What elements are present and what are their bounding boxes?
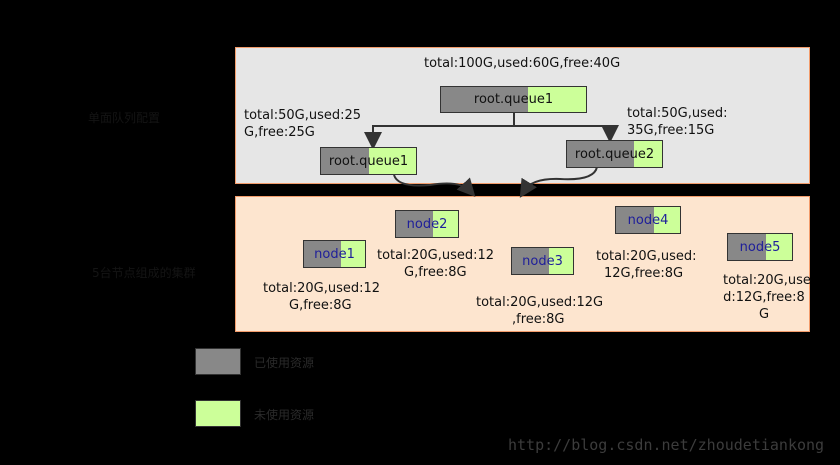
caption-line: total:20G,used:12G <box>476 295 604 310</box>
node4-caption: total:20G,used: 12G,free:8G <box>596 248 697 282</box>
used-segment <box>616 207 655 233</box>
used-segment <box>567 141 634 167</box>
caption-line: total:20G,use <box>723 273 811 288</box>
free-segment <box>633 141 662 167</box>
caption-line: total:20G,used:12 <box>377 248 495 263</box>
free-segment <box>340 241 365 267</box>
legend-free-swatch <box>195 400 241 427</box>
left-queue-to-cluster-arrow <box>393 174 476 197</box>
legend-free-label: 未使用资源 <box>254 408 315 422</box>
watermark: http://blog.csdn.net/zhoudetiankong <box>508 436 825 454</box>
right-queue-to-cluster-arrow <box>519 166 598 198</box>
right-queue-box: root.queue2 <box>566 140 663 168</box>
caption-line: 35G,free:15G <box>627 123 715 138</box>
node4-box: node4 <box>615 206 681 234</box>
root-queue-caption: total:100G,used:60G,free:40G <box>424 56 621 71</box>
left-queue-caption: total:50G,used:25 G,free:25G <box>244 107 361 141</box>
node5-label: node5 <box>739 239 781 255</box>
queue-section-label: 单面队列配置 <box>88 111 161 125</box>
legend-used-swatch <box>195 348 241 375</box>
root-to-left-arrow <box>364 113 515 150</box>
node1-caption: total:20G,used:12 G,free:8G <box>263 280 380 314</box>
node2-caption: total:20G,used:12 G,free:8G <box>377 247 494 281</box>
caption-line: G <box>758 307 770 322</box>
caption-line: G,free:8G <box>404 265 467 280</box>
node3-label: node3 <box>522 253 563 269</box>
caption-line: total:50G,used: <box>627 106 728 121</box>
used-segment <box>512 248 549 274</box>
node3-caption: total:20G,used:12G ,free:8G <box>476 294 603 328</box>
free-segment <box>368 148 416 174</box>
right-queue-caption: total:50G,used: 35G,free:15G <box>627 105 728 139</box>
node3-box: node3 <box>511 247 574 275</box>
caption-line: ,free:8G <box>512 312 565 327</box>
root-queue-box: root.queue1 <box>440 86 587 113</box>
cluster-section-label: 5台节点组成的集群 <box>92 266 196 280</box>
caption-line: total:50G,used:25 <box>244 108 362 123</box>
root-queue-label: root.queue1 <box>473 92 554 107</box>
free-segment <box>433 211 458 237</box>
left-queue-label: root.queue1 <box>328 153 409 169</box>
used-segment <box>304 241 341 267</box>
root-to-right-arrow <box>514 125 619 143</box>
right-queue-label: root.queue2 <box>574 146 655 162</box>
legend-used-label: 已使用资源 <box>254 356 315 370</box>
node4-label: node4 <box>627 212 669 228</box>
free-segment <box>548 248 573 274</box>
node1-label: node1 <box>314 246 355 262</box>
used-segment <box>396 211 434 237</box>
free-segment <box>766 234 792 260</box>
node2-box: node2 <box>395 210 459 238</box>
node5-caption: total:20G,use d:12G,free:8 G <box>723 272 811 323</box>
caption-line: 12G,free:8G <box>604 266 684 281</box>
caption-line: total:20G,used: <box>596 249 697 264</box>
caption-line: d:12G,free:8 <box>723 290 805 305</box>
free-segment <box>654 207 680 233</box>
used-segment <box>441 87 528 112</box>
caption-line: G,free:8G <box>289 298 352 313</box>
free-segment <box>528 87 586 112</box>
caption-line: total:20G,used:12 <box>263 281 381 296</box>
node1-box: node1 <box>303 240 366 268</box>
used-segment <box>321 148 369 174</box>
left-queue-box: root.queue1 <box>320 147 417 175</box>
used-segment <box>728 234 767 260</box>
node5-box: node5 <box>727 233 793 261</box>
caption-line: G,free:25G <box>244 125 315 140</box>
node2-label: node2 <box>406 216 448 232</box>
